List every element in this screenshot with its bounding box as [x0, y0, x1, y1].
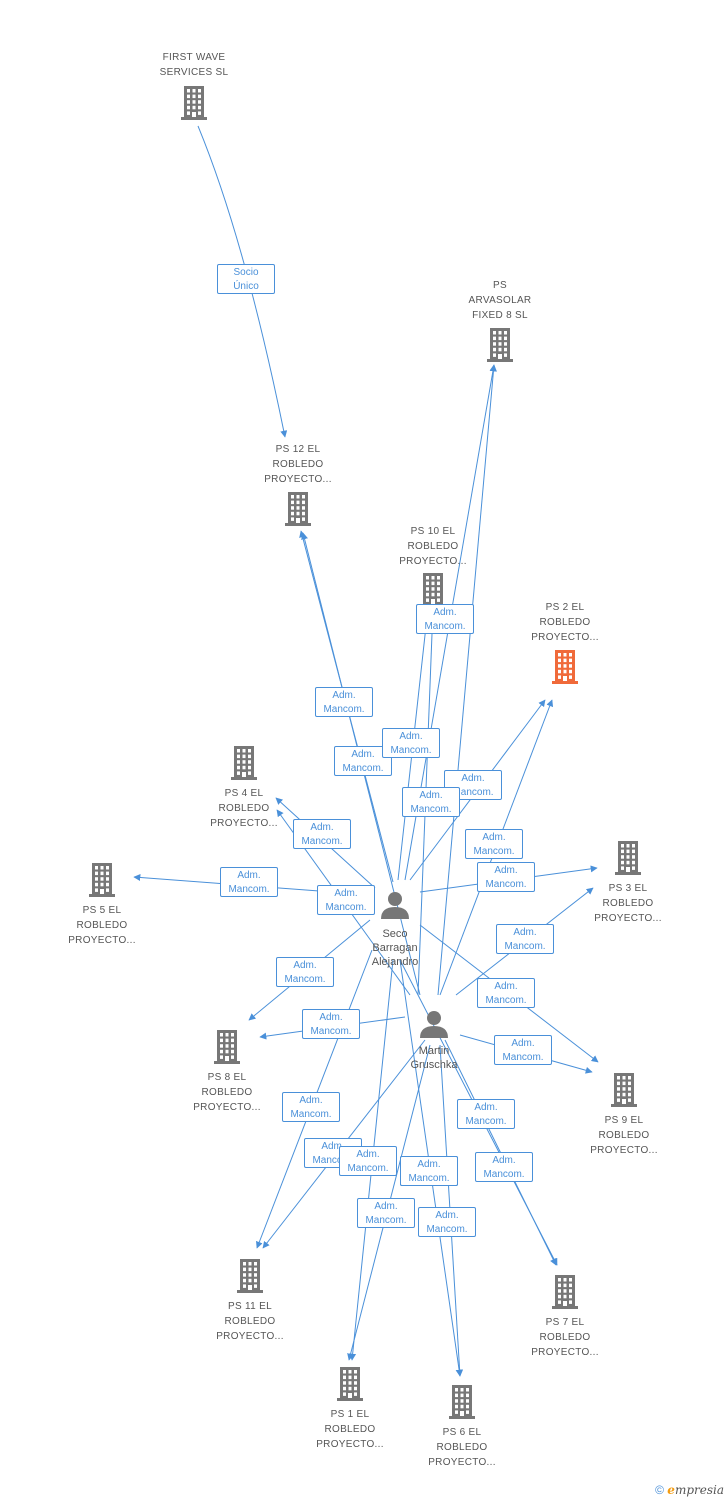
person-icon-martin[interactable] — [420, 1011, 448, 1038]
relationship-label-seco-ps8[interactable]: Adm. Mancom. — [276, 957, 334, 987]
company-label-ps3[interactable]: PS 3 EL ROBLEDO PROYECTO... — [594, 883, 662, 924]
building-icon-arvasolar[interactable] — [487, 328, 513, 362]
relationship-label-seco-ps4[interactable]: Adm. Mancom. — [293, 819, 351, 849]
relationship-label-martin-ps8[interactable]: Adm. Mancom. — [302, 1009, 360, 1039]
person-label-seco[interactable]: Seco Barragan Alejandro — [371, 928, 419, 968]
company-label-ps7[interactable]: PS 7 EL ROBLEDO PROYECTO... — [531, 1317, 599, 1358]
company-label-ps6[interactable]: PS 6 EL ROBLEDO PROYECTO... — [428, 1427, 496, 1468]
empresia-logo[interactable]: empresia — [667, 1483, 724, 1497]
company-label-ps10[interactable]: PS 10 EL ROBLEDO PROYECTO... — [399, 526, 467, 567]
building-icon-ps4[interactable] — [231, 746, 257, 780]
relationship-label-seco-ps9[interactable]: Adm. Mancom. — [494, 1035, 552, 1065]
building-icon-ps8[interactable] — [214, 1030, 240, 1064]
relationship-label-martin-ps10[interactable]: Adm. Mancom. — [382, 728, 440, 758]
relationship-label-martin-ps3[interactable]: Adm. Mancom. — [477, 978, 535, 1008]
relationship-label-martin-ps11[interactable]: Adm. Mancom. — [339, 1146, 397, 1176]
relationship-label-first-wave-ps12[interactable]: Socio Único — [217, 264, 275, 294]
company-label-ps5[interactable]: PS 5 EL ROBLEDO PROYECTO... — [68, 905, 136, 946]
person-label-martin[interactable]: Martin Gruschka — [410, 1045, 458, 1071]
person-icon-seco[interactable] — [381, 892, 409, 919]
relationship-label-martin-ps7[interactable]: Adm. Mancom. — [457, 1099, 515, 1129]
building-icon-first-wave[interactable] — [181, 86, 207, 120]
building-icon-ps11[interactable] — [237, 1259, 263, 1293]
building-icon-ps10[interactable] — [420, 573, 446, 607]
building-icon-ps1[interactable] — [337, 1367, 363, 1401]
relationship-label-seco-ps5[interactable]: Adm. Mancom. — [220, 867, 278, 897]
relationship-label-seco-ps2[interactable]: Adm. Mancom. — [465, 829, 523, 859]
company-label-ps8[interactable]: PS 8 EL ROBLEDO PROYECTO... — [193, 1072, 261, 1113]
relationship-label-seco-ps1[interactable]: Adm. Mancom. — [357, 1198, 415, 1228]
relationship-label-martin-ps4[interactable]: Adm. Mancom. — [317, 885, 375, 915]
icons-layer — [89, 86, 641, 1419]
relationship-label-seco-ps7[interactable]: Adm. Mancom. — [475, 1152, 533, 1182]
building-icon-ps5[interactable] — [89, 863, 115, 897]
brand-footer: © empresia — [655, 1483, 724, 1497]
relationship-label-seco-ps10[interactable]: Adm. Mancom. — [416, 604, 474, 634]
edge-martin-arvasolar — [437, 364, 497, 996]
building-icon-ps2[interactable] — [552, 650, 578, 684]
relationship-label-seco-ps6[interactable]: Adm. Mancom. — [418, 1207, 476, 1237]
company-label-ps12[interactable]: PS 12 EL ROBLEDO PROYECTO... — [264, 444, 332, 485]
relationship-label-seco-ps3[interactable]: Adm. Mancom. — [496, 924, 554, 954]
edge-first-wave-ps12 — [197, 125, 288, 438]
company-label-ps11[interactable]: PS 11 EL ROBLEDO PROYECTO... — [216, 1301, 284, 1342]
copyright-icon: © — [655, 1483, 664, 1497]
relationship-label-seco-ps12[interactable]: Adm. Mancom. — [315, 687, 373, 717]
relationship-label-martin-ps9[interactable]: Adm. Mancom. — [282, 1092, 340, 1122]
relationship-label-seco-ps11[interactable]: Adm. Mancom. — [304, 1138, 362, 1168]
relationship-label-martin-ps6[interactable]: Adm. Mancom. — [400, 1156, 458, 1186]
company-label-ps9[interactable]: PS 9 EL ROBLEDO PROYECTO... — [590, 1115, 658, 1156]
company-label-ps2[interactable]: PS 2 EL ROBLEDO PROYECTO... — [531, 602, 599, 643]
building-icon-ps6[interactable] — [449, 1385, 475, 1419]
relationship-label-martin-ps2[interactable]: Adm. Mancom. — [477, 862, 535, 892]
relationship-label-martin-arvasolar[interactable]: Adm. Mancom. — [402, 787, 460, 817]
building-icon-ps3[interactable] — [615, 841, 641, 875]
company-label-arvasolar[interactable]: PS ARVASOLAR FIXED 8 SL — [468, 280, 532, 321]
company-label-first-wave[interactable]: FIRST WAVE SERVICES SL — [159, 52, 229, 78]
building-icon-ps12[interactable] — [285, 492, 311, 526]
building-icon-ps7[interactable] — [552, 1275, 578, 1309]
company-label-ps1[interactable]: PS 1 EL ROBLEDO PROYECTO... — [316, 1409, 384, 1450]
building-icon-ps9[interactable] — [611, 1073, 637, 1107]
company-label-ps4[interactable]: PS 4 EL ROBLEDO PROYECTO... — [210, 788, 278, 829]
